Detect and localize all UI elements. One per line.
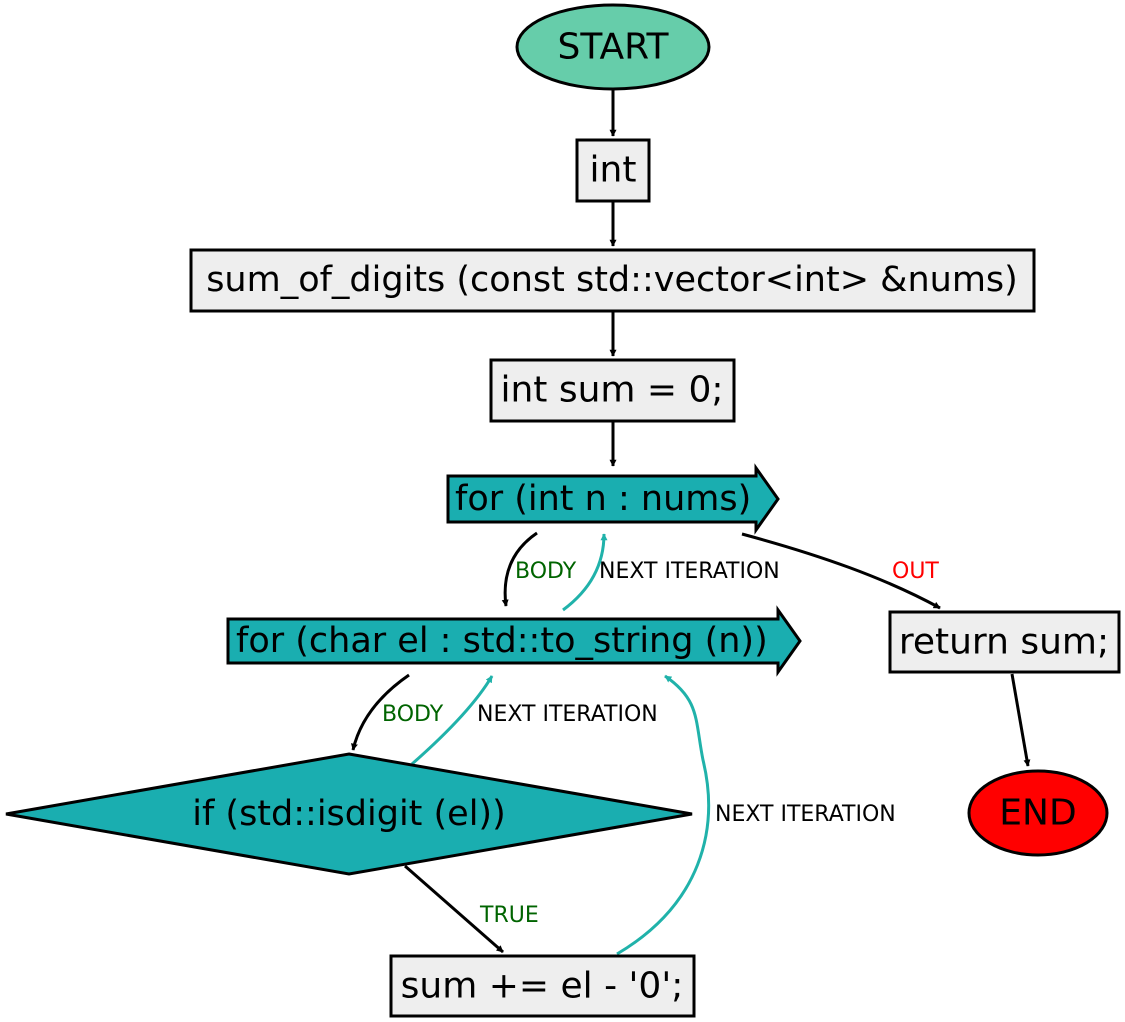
start-node: START — [515, 3, 711, 91]
end-node: END — [967, 769, 1109, 857]
condition-node: if (std::isdigit (el)) — [5, 752, 693, 876]
return-node: return sum; — [888, 610, 1121, 674]
outer-loop-node: for (int n : nums) — [446, 463, 780, 535]
label-inner-body: BODY — [382, 702, 444, 727]
label-outer-body: BODY — [515, 559, 577, 584]
edge-inner-body — [351, 673, 410, 751]
label-if-true: TRUE — [479, 903, 539, 928]
init-node: int sum = 0; — [489, 358, 736, 423]
outer-loop-label: for (int n : nums) — [455, 479, 751, 519]
edge-return-to-end — [1010, 673, 1031, 767]
return-type-label: int — [590, 150, 637, 191]
edge-acc-next-iteration — [616, 674, 710, 956]
label-acc-next-iteration: NEXT ITERATION — [715, 802, 896, 827]
edge-outer-next-iteration — [562, 533, 608, 612]
end-label: END — [999, 793, 1076, 834]
inner-loop-label: for (char el : std::to_string (n)) — [236, 621, 768, 661]
signature-label: sum_of_digits (const std::vector<int> &n… — [206, 260, 1018, 300]
label-outer-out: OUT — [892, 559, 939, 584]
accumulate-node: sum += el - '0'; — [389, 954, 696, 1018]
return-label: return sum; — [899, 622, 1109, 663]
start-label: START — [557, 27, 669, 68]
signature-node: sum_of_digits (const std::vector<int> &n… — [189, 248, 1036, 313]
return-type-node: int — [575, 138, 651, 203]
label-inner-next-iteration: NEXT ITERATION — [477, 702, 658, 727]
inner-loop-node: for (char el : std::to_string (n)) — [226, 605, 802, 677]
accumulate-label: sum += el - '0'; — [401, 966, 684, 1007]
edge-if-true — [404, 864, 504, 954]
edge-outer-body — [501, 531, 538, 607]
label-outer-next-iteration: NEXT ITERATION — [599, 559, 780, 584]
init-label: int sum = 0; — [500, 370, 723, 411]
edge-inner-next-iteration — [411, 675, 494, 766]
condition-label: if (std::isdigit (el)) — [192, 794, 506, 834]
edge-outer-out — [741, 532, 941, 610]
